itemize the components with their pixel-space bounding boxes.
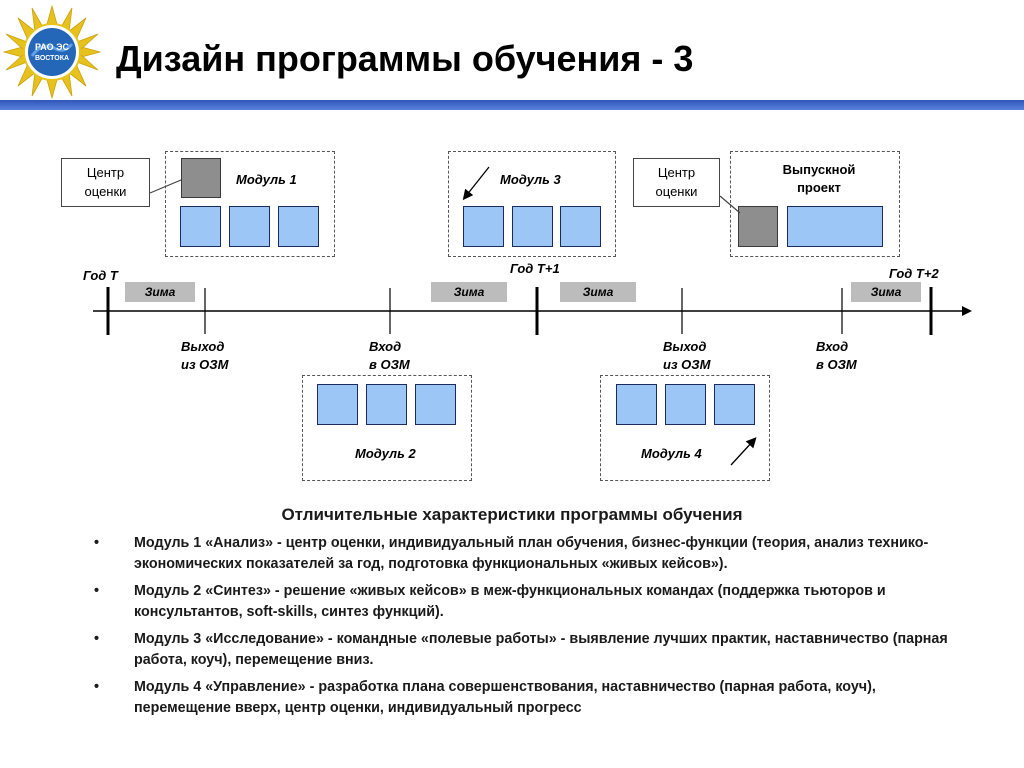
module-2-label: Модуль 2	[355, 446, 416, 461]
module-1-assessment-cell	[181, 158, 221, 198]
callout-left-connector	[149, 179, 182, 194]
module-3-label: Модуль 3	[500, 172, 561, 187]
module-2-box	[302, 375, 472, 481]
module-1-cell	[180, 206, 221, 247]
list-item-text: Модуль 4 «Управление» - разработка плана…	[134, 679, 876, 716]
list-item-text: Модуль 3 «Исследование» - командные «пол…	[134, 631, 948, 668]
final-project-label: Выпускной проект	[744, 161, 894, 197]
enter-label-2-line1: Вход	[816, 339, 849, 354]
enter-label-1-line1: Вход	[369, 339, 402, 354]
enter-label-2: Вход в ОЗМ	[816, 338, 857, 374]
callout-right-line2: оценки	[655, 184, 698, 199]
winter-bar: Зима	[560, 282, 636, 302]
final-project-label-line1: Выпускной	[782, 162, 856, 177]
final-project-cell	[787, 206, 883, 247]
logo-text-top: РАО ЭС	[35, 42, 69, 52]
bullet-icon: •	[94, 583, 100, 599]
list-item: • Модуль 4 «Управление» - разработка пла…	[94, 677, 964, 719]
timeline-graphics	[93, 166, 972, 466]
bullet-icon: •	[94, 679, 100, 695]
module-4-cell	[665, 384, 706, 425]
timeline-arrowhead	[962, 306, 972, 316]
winter-bar: Зима	[431, 282, 507, 302]
callout-right-connector	[719, 195, 741, 214]
header-divider	[0, 100, 1024, 110]
list-item: • Модуль 3 «Исследование» - командные «п…	[94, 629, 964, 671]
module-2-cell	[317, 384, 358, 425]
final-project-label-line2: проект	[797, 180, 841, 195]
exit-label-1-line2: из ОЗМ	[181, 357, 229, 372]
winter-bar: Зима	[851, 282, 921, 302]
year-t2-label: Год T+2	[889, 266, 939, 281]
enter-label-2-line2: в ОЗМ	[816, 357, 857, 372]
assessment-center-callout-right: Центр оценки	[633, 158, 720, 207]
module-4-cell	[714, 384, 755, 425]
list-item-text: Модуль 1 «Анализ» - центр оценки, индиви…	[134, 535, 929, 572]
arrow-down-icon	[462, 166, 490, 201]
module-4-cell	[616, 384, 657, 425]
final-assessment-cell	[738, 206, 778, 247]
module-3-cell	[560, 206, 601, 247]
module-1-box	[165, 151, 335, 257]
exit-label-2-line2: из ОЗМ	[663, 357, 711, 372]
module-1-cell	[278, 206, 319, 247]
assessment-center-callout-left: Центр оценки	[61, 158, 150, 207]
list-item: • Модуль 1 «Анализ» - центр оценки, инди…	[94, 533, 964, 575]
exit-label-2: Выход из ОЗМ	[663, 338, 710, 374]
module-1-label: Модуль 1	[236, 172, 297, 187]
module-1-cell	[229, 206, 270, 247]
exit-label-2-line1: Выход	[663, 339, 707, 354]
globe-icon	[28, 28, 76, 76]
characteristics-heading: Отличительные характеристики программы о…	[281, 505, 743, 524]
list-item-text: Модуль 2 «Синтез» - решение «живых кейсо…	[134, 583, 886, 620]
callout-right-line1: Центр	[657, 165, 696, 180]
characteristics-list: • Модуль 1 «Анализ» - центр оценки, инди…	[94, 533, 964, 725]
module-3-box	[448, 151, 616, 257]
callout-left-line1: Центр	[86, 165, 125, 180]
exit-label-1-line1: Выход	[181, 339, 225, 354]
company-logo: РАО ЭС ВОСТОКА	[2, 4, 102, 100]
final-project-box	[730, 151, 900, 257]
year-t1-label: Год T+1	[510, 261, 560, 276]
enter-label-1: Вход в ОЗМ	[369, 338, 410, 374]
winter-bar: Зима	[125, 282, 195, 302]
page-title: Дизайн программы обучения - 3	[116, 38, 694, 79]
module-3-cell	[512, 206, 553, 247]
list-item: • Модуль 2 «Синтез» - решение «живых кей…	[94, 581, 964, 623]
module-2-cell	[415, 384, 456, 425]
exit-label-1: Выход из ОЗМ	[181, 338, 228, 374]
module-2-cell	[366, 384, 407, 425]
module-4-label: Модуль 4	[641, 446, 702, 461]
arrow-up-icon	[730, 437, 757, 466]
callout-left-line2: оценки	[84, 184, 127, 199]
bullet-icon: •	[94, 535, 100, 551]
module-4-box	[600, 375, 770, 481]
logo-text-bottom: ВОСТОКА	[35, 55, 69, 62]
year-t-label: Год T	[83, 268, 118, 283]
enter-label-1-line2: в ОЗМ	[369, 357, 410, 372]
module-3-cell	[463, 206, 504, 247]
bullet-icon: •	[94, 631, 100, 647]
